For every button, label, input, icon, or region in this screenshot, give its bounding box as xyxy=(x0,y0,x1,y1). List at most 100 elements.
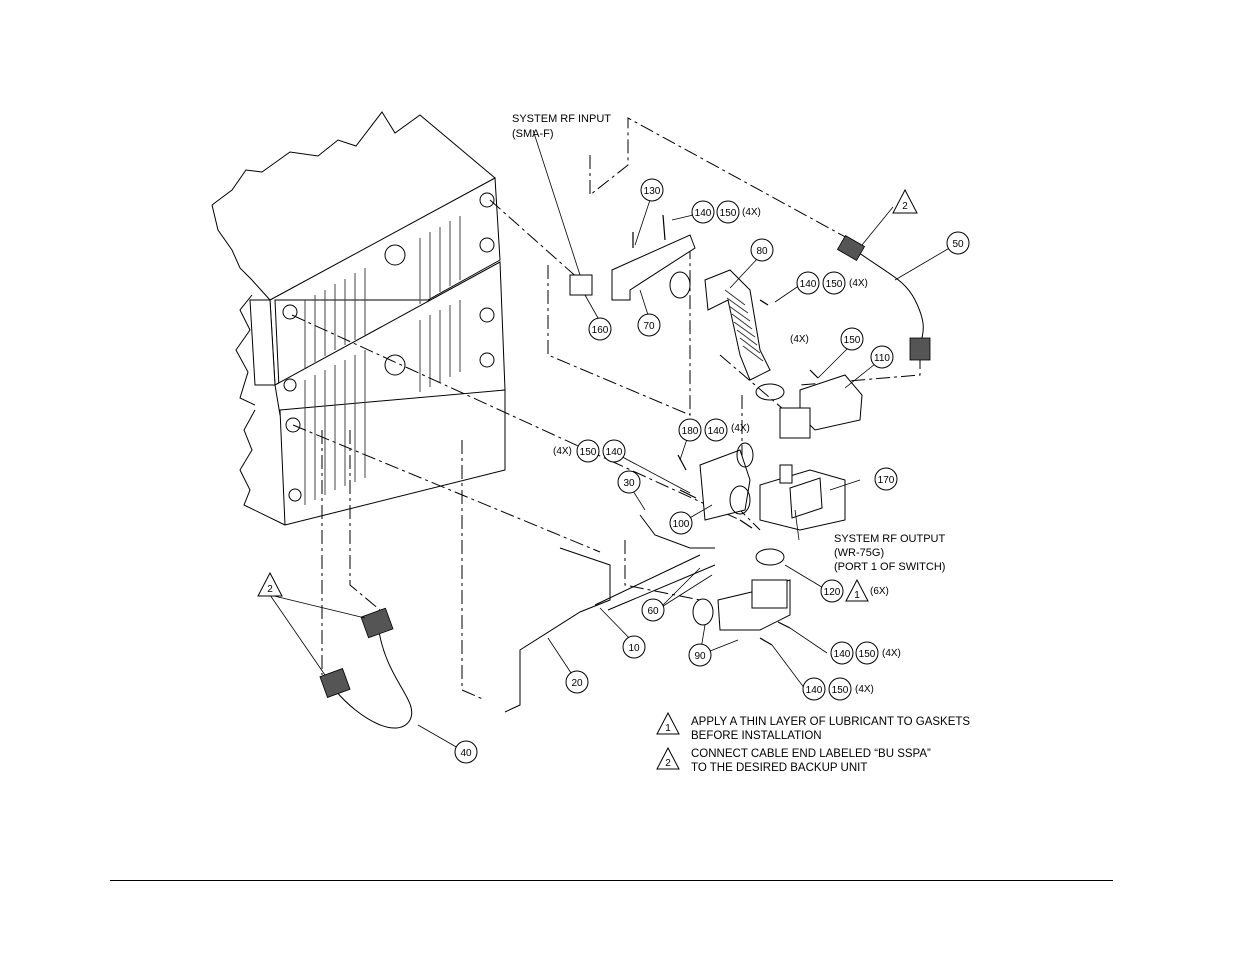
svg-text:120: 120 xyxy=(824,587,841,598)
waveguide-flange-icon xyxy=(779,407,811,439)
svg-text:30: 30 xyxy=(623,478,635,489)
callout-90: 90 xyxy=(688,643,712,667)
connector-mid-2-icon xyxy=(479,352,495,368)
connector-mid-icon xyxy=(479,307,495,323)
note-1-line-1: APPLY A THIN LAYER OF LUBRICANT TO GASKE… xyxy=(691,716,970,728)
callout-110: 110 xyxy=(870,345,894,369)
callout-70: 70 xyxy=(637,313,661,337)
qty-e: (4X) xyxy=(553,446,572,457)
svg-text:140: 140 xyxy=(606,447,623,458)
connector-top-icon xyxy=(479,192,495,208)
svg-text:180: 180 xyxy=(682,426,699,437)
callout-120: 120 xyxy=(820,579,844,603)
svg-text:80: 80 xyxy=(756,246,768,257)
qty-d: (4X) xyxy=(731,423,750,434)
svg-text:150: 150 xyxy=(859,649,876,660)
note-2-flag: 2 xyxy=(665,758,671,769)
svg-text:150: 150 xyxy=(844,335,861,346)
callout-140-e: 140 xyxy=(602,439,626,463)
port-left-icon xyxy=(283,378,297,392)
note-2-line-2: TO THE DESIRED BACKUP UNIT xyxy=(691,762,867,774)
callout-150-f: 150 xyxy=(855,641,879,665)
svg-text:140: 140 xyxy=(834,649,851,660)
qty-c: (4X) xyxy=(790,334,809,345)
callout-160: 160 xyxy=(588,317,612,341)
port-left-2-icon xyxy=(288,488,302,502)
flag-1-callout: 1 xyxy=(845,578,869,602)
callout-150-g: 150 xyxy=(828,677,852,701)
svg-text:140: 140 xyxy=(800,279,817,290)
svg-text:170: 170 xyxy=(878,475,895,486)
qty-h: (6X) xyxy=(870,586,889,597)
svg-text:2: 2 xyxy=(267,584,273,595)
svg-text:130: 130 xyxy=(644,186,661,197)
callout-10: 10 xyxy=(622,635,646,659)
system-rf-output-label: SYSTEM RF OUTPUT xyxy=(834,533,946,545)
callout-150-e: 150 xyxy=(576,439,600,463)
callout-60: 60 xyxy=(641,598,665,622)
sma-connector xyxy=(569,274,593,296)
page-footer-rule xyxy=(110,880,1113,881)
note-1-flag: 1 xyxy=(665,723,671,734)
vent-slats-middle xyxy=(304,300,461,450)
callout-180: 180 xyxy=(678,418,702,442)
flag-2-callout-top: 2 xyxy=(892,188,918,214)
routing-lines xyxy=(291,117,921,701)
callout-140-f: 140 xyxy=(830,641,854,665)
svg-text:20: 20 xyxy=(571,678,583,689)
svg-text:110: 110 xyxy=(874,353,890,364)
svg-text:70: 70 xyxy=(643,321,655,332)
svg-text:160: 160 xyxy=(592,325,609,336)
svg-text:150: 150 xyxy=(826,279,843,290)
system-rf-output-waveguide-label: (WR-75G) xyxy=(834,547,884,559)
callout-150-c: 150 xyxy=(840,327,864,351)
callout-170: 170 xyxy=(874,467,898,491)
svg-text:100: 100 xyxy=(673,519,690,530)
fan-top-icon xyxy=(384,244,406,266)
note-1-line-2: BEFORE INSTALLATION xyxy=(691,730,822,742)
system-rf-input-label: SYSTEM RF INPUT xyxy=(512,113,611,125)
svg-text:140: 140 xyxy=(695,208,712,219)
svg-text:150: 150 xyxy=(832,685,849,696)
qty-a: (4X) xyxy=(742,207,761,218)
svg-text:2: 2 xyxy=(902,201,908,212)
svg-text:140: 140 xyxy=(806,685,823,696)
callout-140-g: 140 xyxy=(802,677,826,701)
notes: 1 APPLY A THIN LAYER OF LUBRICANT TO GAS… xyxy=(656,711,970,774)
svg-text:50: 50 xyxy=(952,239,964,250)
callout-40: 40 xyxy=(454,740,478,764)
note-1: 1 APPLY A THIN LAYER OF LUBRICANT TO GAS… xyxy=(656,711,970,742)
vent-slats-bottom xyxy=(304,416,366,505)
note-2: 2 CONNECT CABLE END LABELED “BU SSPA” TO… xyxy=(656,746,931,774)
connector-top-2-icon xyxy=(479,237,495,253)
note-2-line-1: CONNECT CABLE END LABELED “BU SSPA” xyxy=(691,748,931,760)
callout-140-a: 140 xyxy=(691,200,715,224)
qty-g: (4X) xyxy=(855,684,874,695)
callout-130: 130 xyxy=(640,178,664,202)
svg-text:90: 90 xyxy=(694,651,706,662)
callout-30: 30 xyxy=(617,470,641,494)
system-rf-output-port-label: (PORT 1 OF SWITCH) xyxy=(834,561,945,573)
system-rf-input-connector-label: (SMA-F) xyxy=(512,128,554,140)
sspa-unit-stack xyxy=(211,111,506,526)
callout-140-b: 140 xyxy=(796,271,820,295)
qty-f: (4X) xyxy=(882,648,901,659)
flag-2-callout-bottom: 2 xyxy=(257,571,283,597)
svg-text:1: 1 xyxy=(854,590,860,601)
svg-text:60: 60 xyxy=(647,606,659,617)
svg-text:140: 140 xyxy=(708,426,725,437)
callout-140-d: 140 xyxy=(704,418,728,442)
callout-150-b: 150 xyxy=(822,271,846,295)
callout-50: 50 xyxy=(946,231,970,255)
svg-text:150: 150 xyxy=(720,208,737,219)
connector-left-top-icon xyxy=(282,304,298,320)
callout-80: 80 xyxy=(750,238,774,262)
callout-20: 20 xyxy=(565,670,589,694)
callout-100: 100 xyxy=(669,511,693,535)
svg-text:40: 40 xyxy=(460,748,472,759)
components xyxy=(319,214,931,729)
callout-150-a: 150 xyxy=(716,200,740,224)
qty-b: (4X) xyxy=(849,278,868,289)
vent-slats-top xyxy=(304,216,461,368)
